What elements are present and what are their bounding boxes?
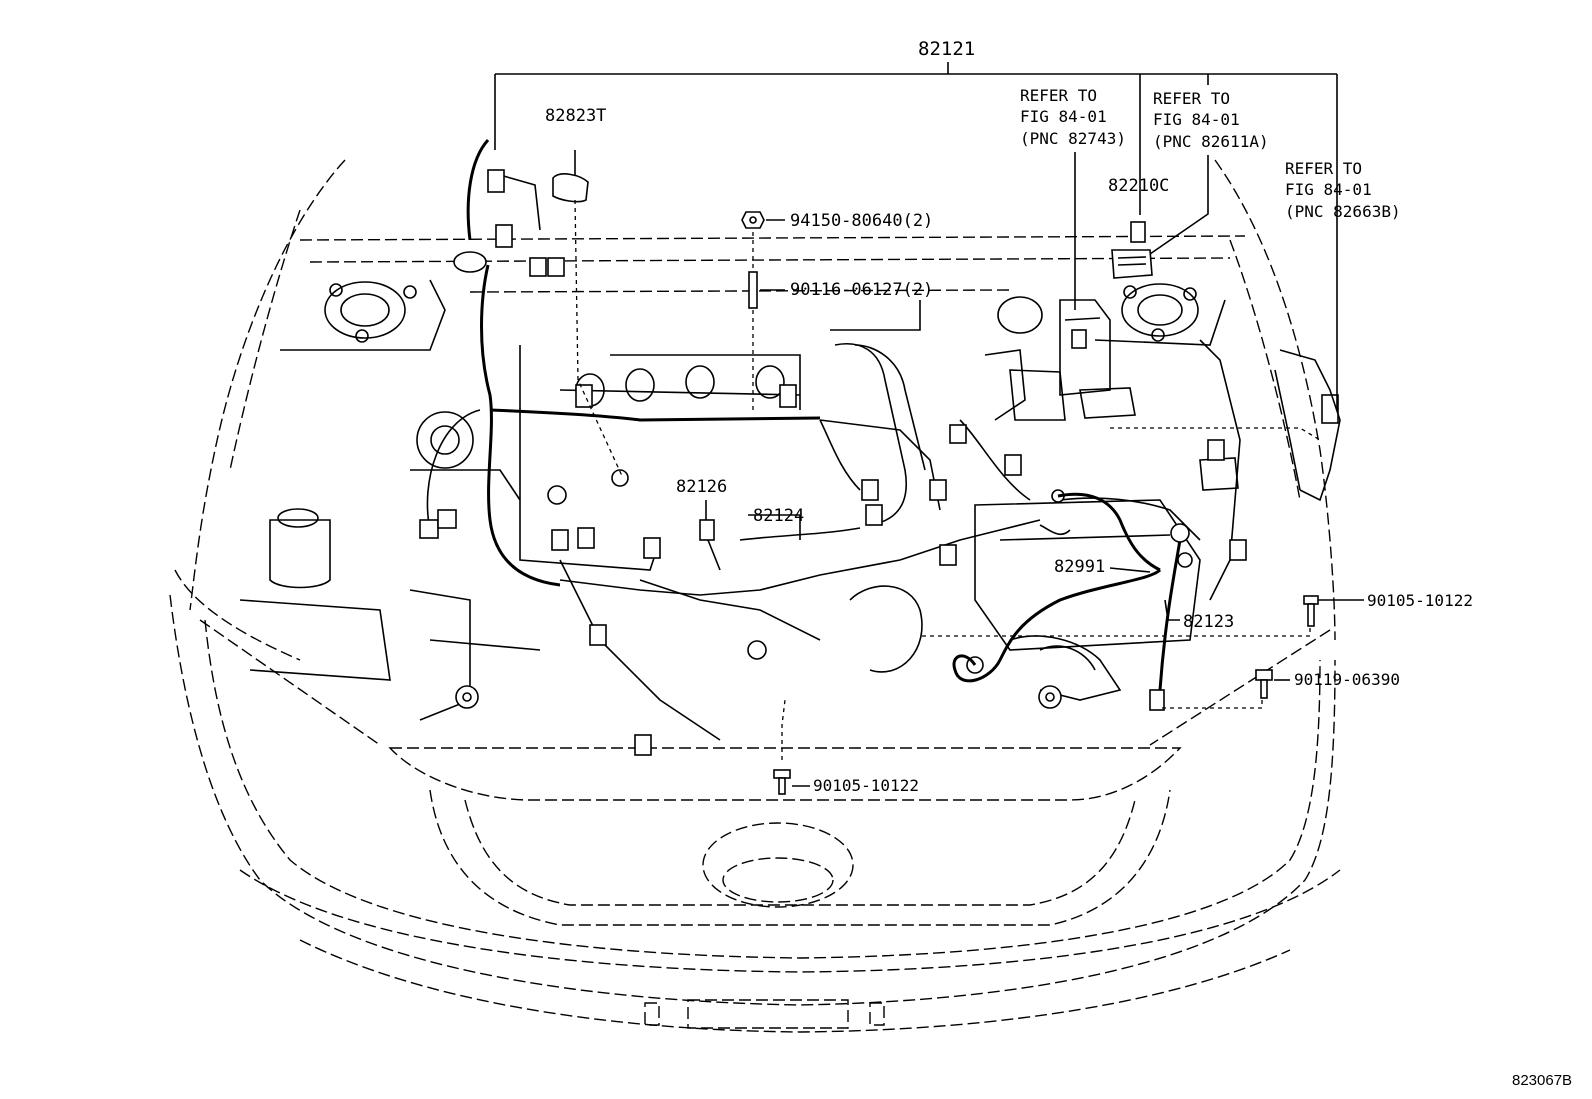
label-refer-82743-line3: (PNC 82743): [1020, 129, 1126, 148]
label-90105-right: 90105-10122: [1367, 591, 1473, 610]
label-82991: 82991: [1054, 557, 1105, 577]
bolt-icon: [773, 769, 791, 779]
battery-cable: [952, 492, 1193, 711]
label-82823T: 82823T: [545, 106, 606, 126]
label-90105-bottom: 90105-10122: [813, 776, 919, 795]
label-refer-82663B-line3: (PNC 82663B): [1285, 202, 1401, 221]
label-refer-82743-line1: REFER TO: [1020, 86, 1097, 105]
figure-code: 823067B: [1512, 1072, 1572, 1089]
bolt-icon: [1255, 669, 1273, 681]
wire-harness: [419, 138, 1247, 756]
label-82121: 82121: [918, 38, 975, 60]
label-refer-82743-line2: FIG 84-01: [1020, 107, 1107, 126]
label-82123: 82123: [1183, 612, 1234, 632]
label-refer-82663B-line2: FIG 84-01: [1285, 180, 1372, 199]
label-refer-82663B-line1: REFER TO: [1285, 159, 1362, 178]
callout-labels: 82121 82823T 94150-80640(2) 90116-06127(…: [545, 38, 1572, 1089]
fasteners: [552, 173, 1319, 795]
label-82126: 82126: [676, 477, 727, 497]
label-94150: 94150-80640(2): [790, 211, 933, 231]
label-refer-82611A-line3: (PNC 82611A): [1153, 132, 1269, 151]
engine-components: [239, 221, 1341, 741]
leader-lines: [494, 62, 1364, 787]
clamp-icon: [552, 173, 589, 203]
nut-icon: [741, 211, 765, 229]
label-82124: 82124: [753, 506, 804, 526]
label-90119: 90119-06390: [1294, 670, 1400, 689]
label-82210C: 82210C: [1108, 176, 1169, 196]
bolt-icon: [1303, 595, 1319, 605]
label-refer-82611A-line2: FIG 84-01: [1153, 110, 1240, 129]
label-refer-82611A-line1: REFER TO: [1153, 89, 1230, 108]
label-90116: 90116-06127(2): [790, 280, 933, 300]
stud-icon: [748, 271, 758, 309]
